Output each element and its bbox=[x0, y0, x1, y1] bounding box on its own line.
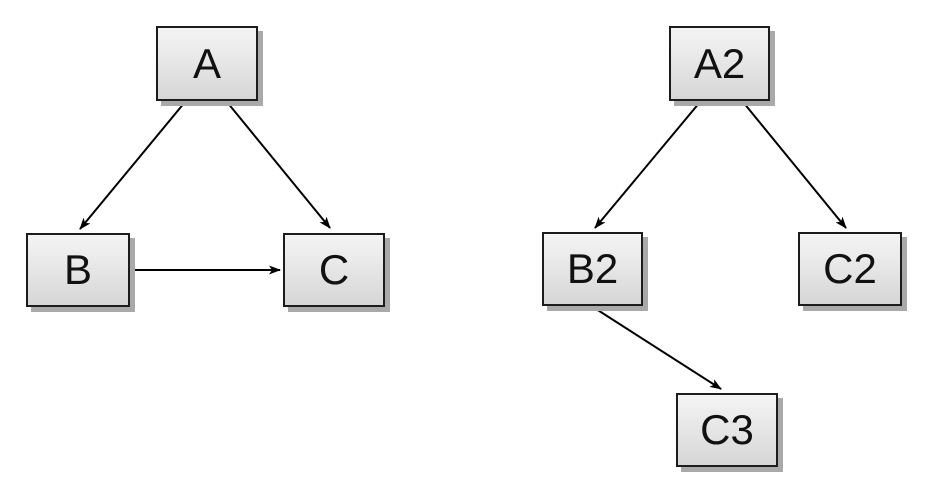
edge-A-B bbox=[79, 101, 186, 230]
edge-A-C bbox=[226, 101, 331, 229]
node-A-label: A bbox=[192, 39, 221, 87]
node-C3[interactable]: C3 bbox=[676, 393, 778, 467]
node-A2-label: A2 bbox=[693, 39, 746, 87]
node-B2[interactable]: B2 bbox=[542, 232, 643, 306]
edge-A2-B2 bbox=[594, 101, 701, 229]
node-C3-label: C3 bbox=[700, 406, 754, 453]
edge-B2-C3 bbox=[592, 306, 722, 390]
node-B2-label: B2 bbox=[566, 245, 619, 292]
edge-A2-C2 bbox=[742, 101, 847, 229]
node-B-label: B bbox=[63, 246, 92, 293]
node-C2-label: C2 bbox=[823, 245, 877, 292]
node-A2[interactable]: A2 bbox=[669, 26, 770, 101]
node-A[interactable]: A bbox=[156, 26, 258, 101]
node-C[interactable]: C bbox=[283, 233, 385, 307]
node-C-label: C bbox=[318, 246, 350, 293]
node-C2[interactable]: C2 bbox=[798, 232, 902, 306]
node-B[interactable]: B bbox=[26, 233, 130, 307]
